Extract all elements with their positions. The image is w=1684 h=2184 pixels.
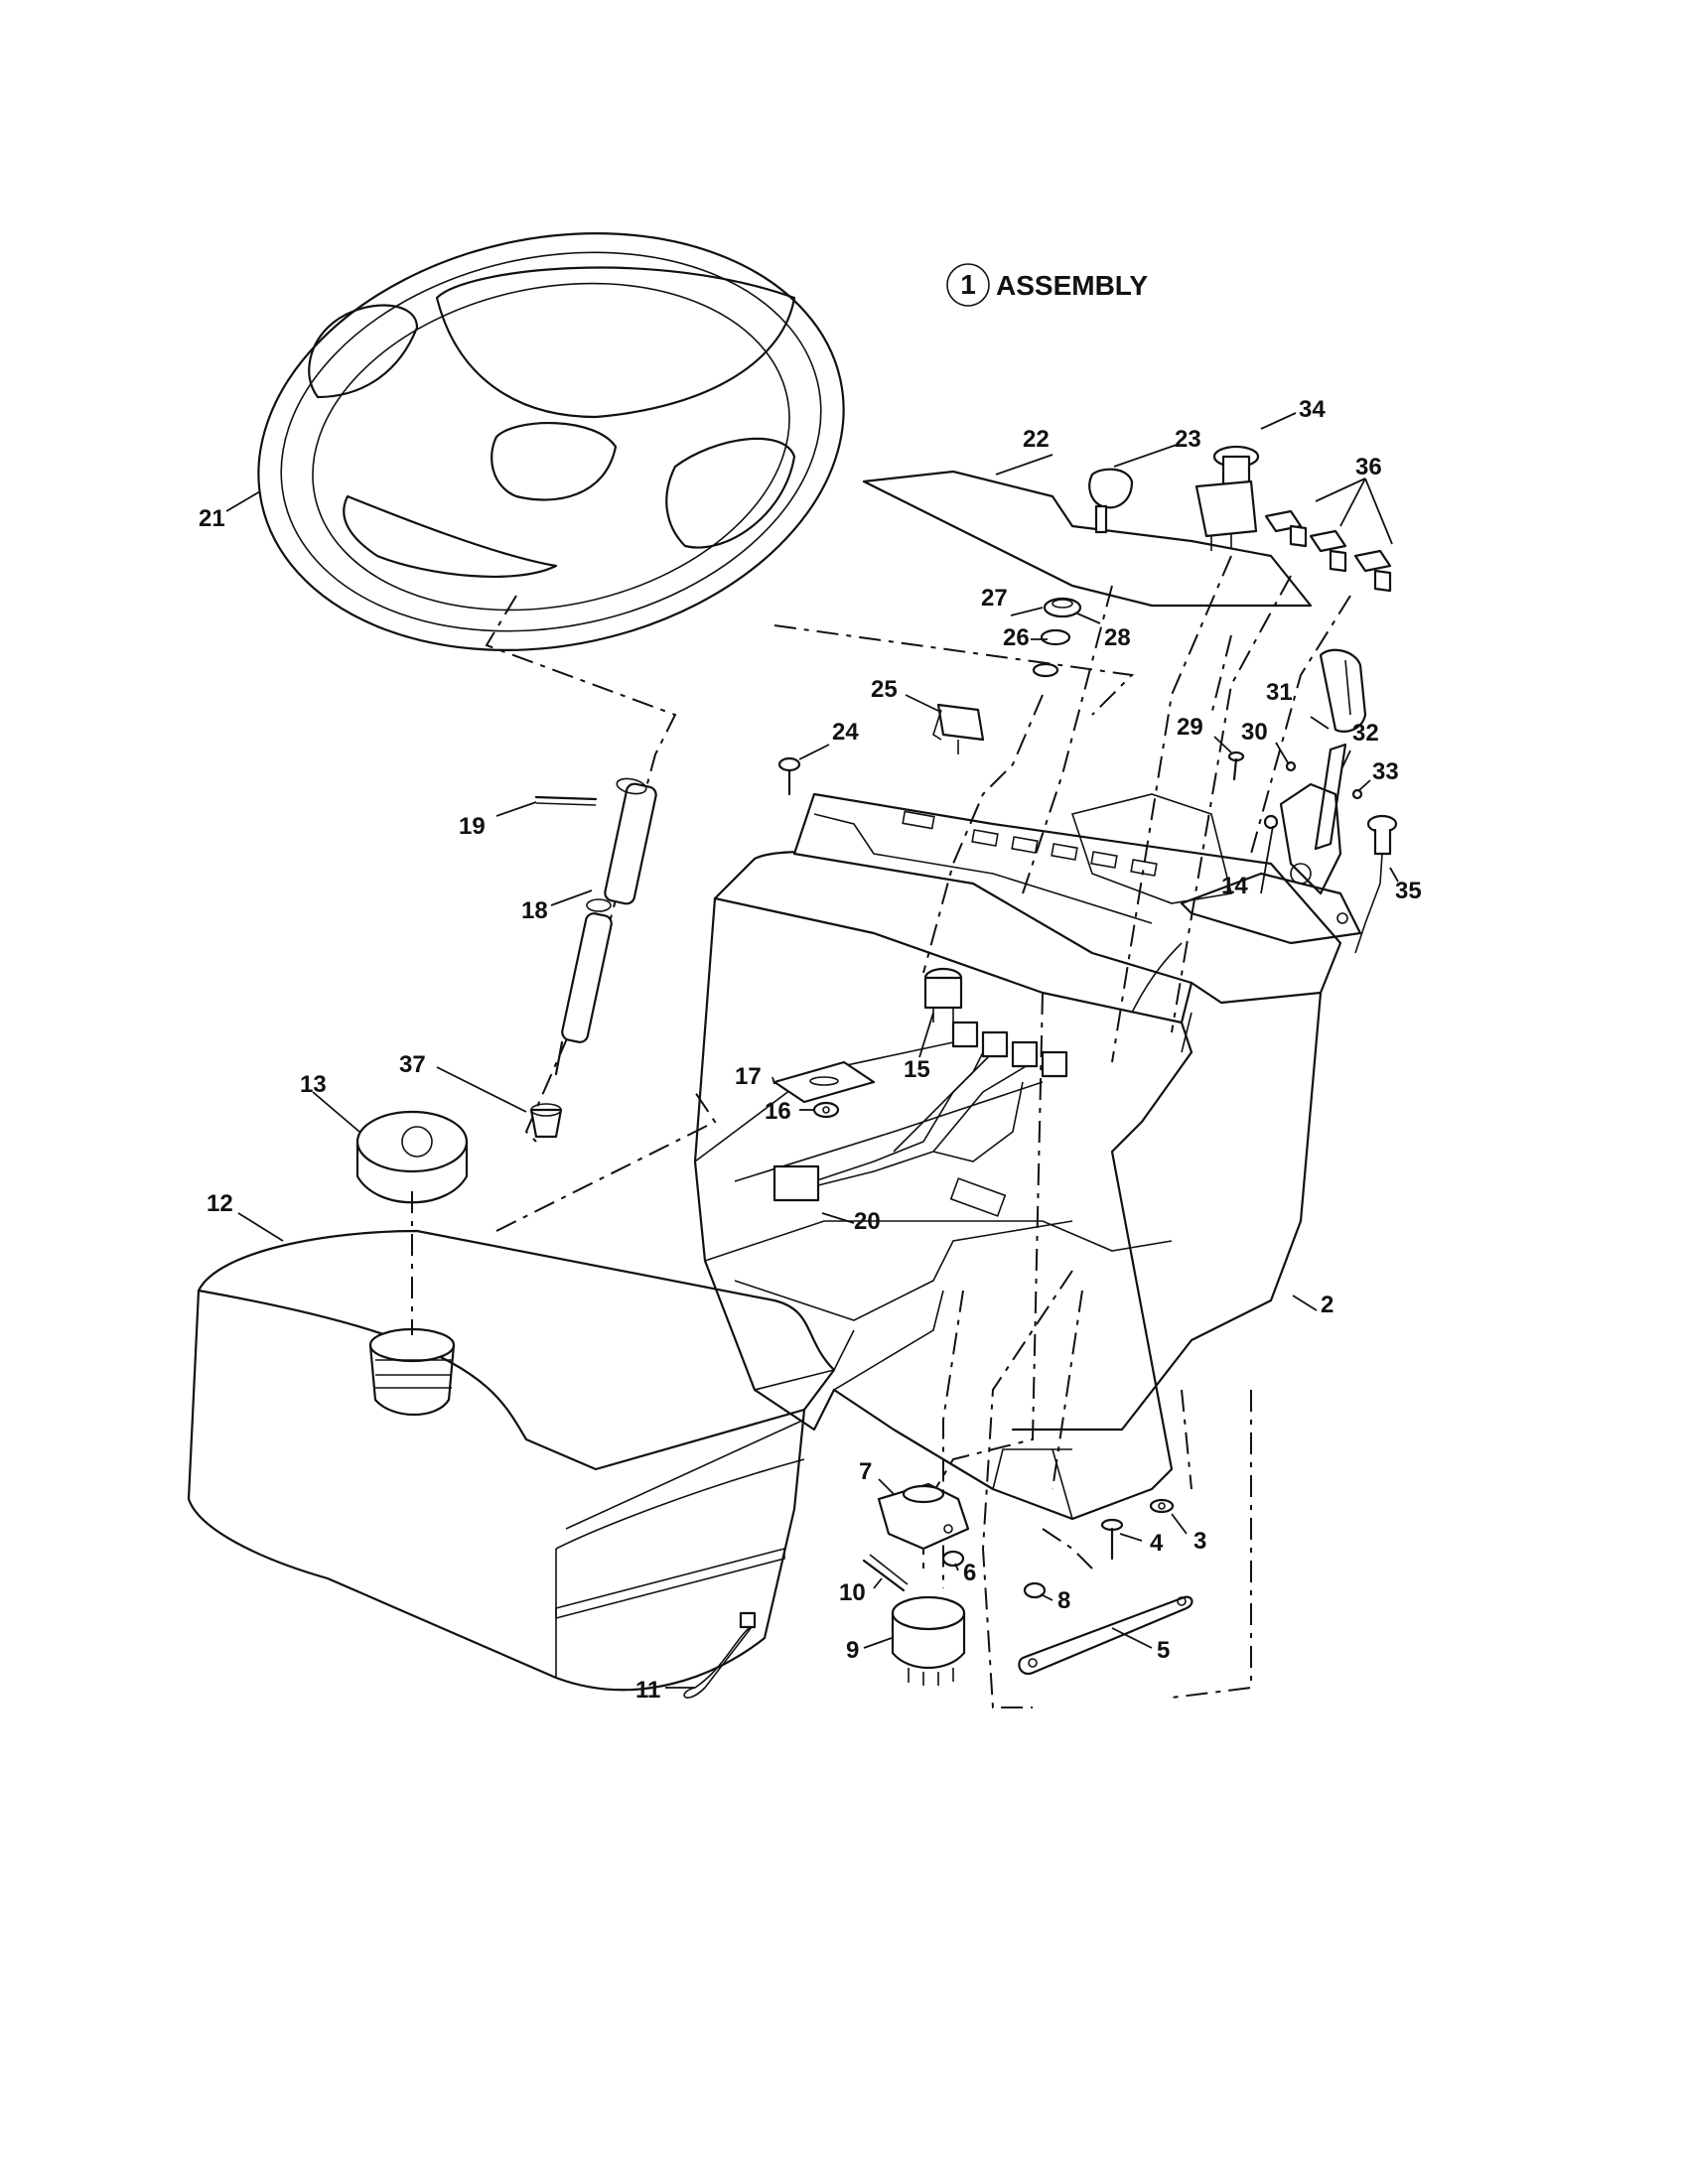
callout-24: 24 (832, 719, 859, 746)
seat-switch-bracket (877, 1482, 970, 1551)
callout-34: 34 (1299, 396, 1326, 423)
switch-bezel (1032, 597, 1082, 678)
support-strap (1018, 1595, 1193, 1676)
pto-switch (1194, 445, 1260, 551)
fuel-tank (187, 1229, 836, 1692)
callout-22: 22 (1023, 426, 1050, 453)
callout-leaders (225, 412, 1399, 1689)
carriage-bolt (1100, 1518, 1124, 1561)
callout-7: 7 (859, 1458, 872, 1485)
callout-32: 32 (1352, 720, 1379, 747)
callout-26: 26 (1003, 624, 1030, 651)
bushing (529, 1103, 563, 1139)
callout-8: 8 (1057, 1587, 1070, 1614)
callout-18: 18 (521, 897, 548, 924)
callout-20: 20 (854, 1208, 881, 1235)
callout-30: 30 (1241, 719, 1268, 746)
callout-36: 36 (1355, 454, 1382, 480)
bracket-screw (1227, 751, 1245, 781)
pin (862, 1554, 909, 1592)
callout-labels: 2 3 4 5 6 7 8 9 10 11 12 13 14 15 16 17 … (199, 396, 1422, 1704)
callout-31: 31 (1266, 679, 1293, 706)
panel-screw (777, 756, 801, 796)
throttle-lever (1180, 648, 1367, 945)
mounting-plate (772, 1060, 876, 1104)
assembly-number-circle (946, 263, 990, 307)
callout-9: 9 (846, 1637, 859, 1664)
dash-console (693, 792, 1342, 1521)
switch-caps (1264, 509, 1392, 593)
callout-23: 23 (1175, 426, 1201, 453)
callout-14: 14 (1221, 873, 1248, 899)
lock-nut (1023, 1581, 1047, 1599)
assembly-label: ASSEMBLY (996, 270, 1148, 301)
ignition-switch (923, 967, 963, 1023)
callout-15: 15 (904, 1056, 930, 1083)
callout-12: 12 (207, 1190, 233, 1217)
callout-28: 28 (1104, 624, 1131, 651)
connector-block (772, 1164, 820, 1202)
ignition-module (891, 1595, 966, 1686)
light-switch (932, 703, 985, 754)
callout-10: 10 (839, 1579, 866, 1606)
assembly-title: 1 ASSEMBLY (946, 263, 1148, 307)
callout-13: 13 (300, 1071, 327, 1098)
callout-2: 2 (1321, 1292, 1333, 1318)
callout-33: 33 (1372, 758, 1399, 785)
assembly-number: 1 (960, 269, 976, 300)
callout-19: 19 (459, 813, 486, 840)
callout-21: 21 (199, 505, 225, 532)
flat-washer (1149, 1498, 1175, 1514)
hex-nut (941, 1550, 965, 1568)
callout-6: 6 (963, 1560, 976, 1586)
callout-27: 27 (981, 585, 1008, 612)
callout-11: 11 (635, 1677, 660, 1704)
throttle-washer (1263, 760, 1363, 830)
callout-5: 5 (1157, 1637, 1170, 1664)
steering-wheel (257, 232, 845, 651)
callout-16: 16 (765, 1098, 791, 1125)
ignition-key (1088, 468, 1134, 534)
fuel-sender-wire (683, 1611, 757, 1699)
wiring-harness (772, 1021, 1068, 1217)
callout-29: 29 (1177, 714, 1203, 741)
callout-4: 4 (1150, 1530, 1164, 1557)
callout-17: 17 (735, 1063, 762, 1090)
roll-pin (534, 795, 598, 806)
steering-shaft (554, 777, 657, 1076)
callout-3: 3 (1193, 1528, 1206, 1555)
nut (812, 1101, 840, 1119)
callout-37: 37 (399, 1051, 426, 1078)
fuel-cap (355, 1110, 469, 1335)
callout-25: 25 (871, 676, 898, 703)
callout-35: 35 (1395, 878, 1422, 904)
choke-knob (1354, 814, 1398, 954)
